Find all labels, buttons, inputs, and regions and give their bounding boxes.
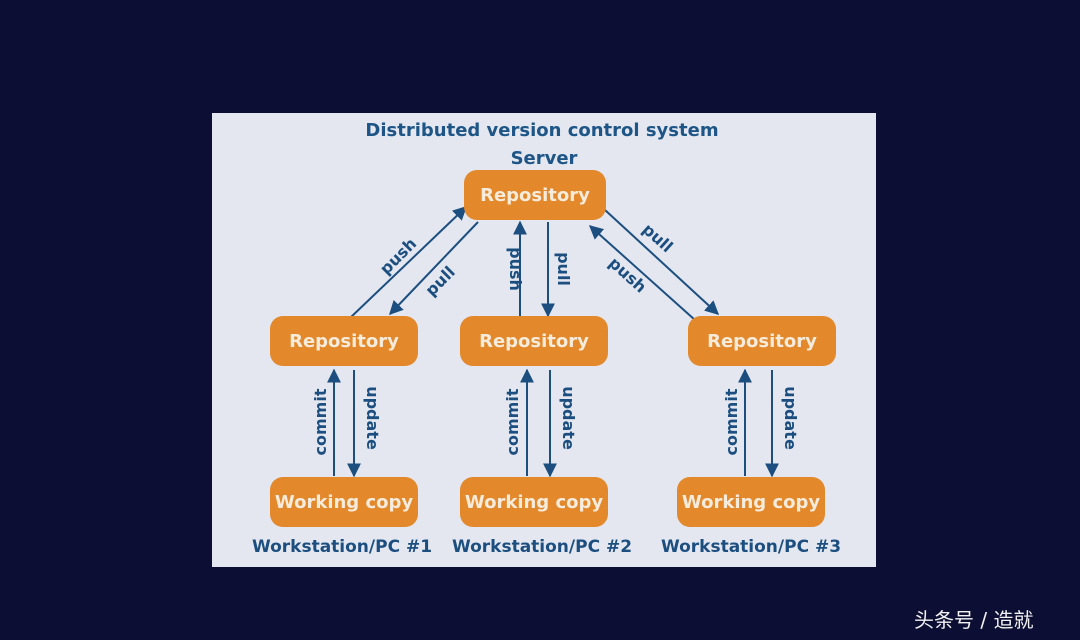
diagram-title: Distributed version control system (365, 120, 719, 141)
workstation-2-repository-node: Repository (460, 316, 608, 366)
workstation-2-label: Workstation/PC #2 (451, 537, 633, 557)
workstation-3-repository-node: Repository (688, 316, 836, 366)
watermark: 头条号 / 造就 (914, 608, 1034, 632)
server-repository-node: Repository (464, 170, 606, 220)
server-label: Server (510, 148, 578, 169)
workstation-2-working-copy-node: Working copy (460, 477, 608, 527)
workstation-3-label: Workstation/PC #3 (660, 537, 842, 557)
workstation-1-label: Workstation/PC #1 (251, 537, 433, 557)
workstation-1-working-copy-node: Working copy (270, 477, 418, 527)
workstation-3-working-copy-node: Working copy (677, 477, 825, 527)
workstation-1-repository-node: Repository (270, 316, 418, 366)
